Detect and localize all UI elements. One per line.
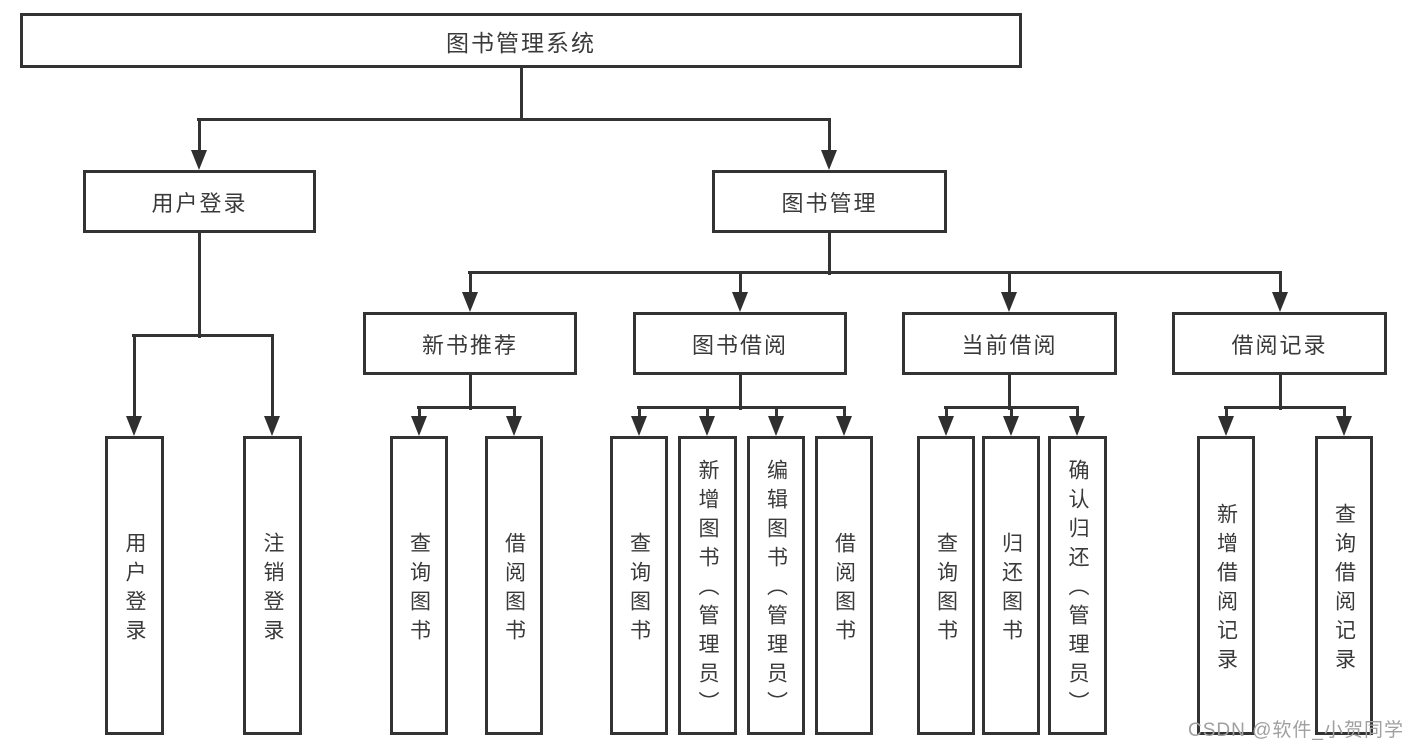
- connector-v-line: [468, 375, 472, 410]
- leaf-query-books-borrow: 查询图书: [610, 436, 668, 735]
- leaf-return-books: 归还图书: [982, 436, 1040, 735]
- node-current-borrow: 当前借阅: [902, 312, 1117, 375]
- arrowhead-down-icon: [821, 150, 837, 170]
- arrowhead-down-icon: [1336, 416, 1352, 436]
- connector-arrow-shaft: [270, 335, 274, 426]
- connector-v-line: [827, 233, 831, 275]
- connector-v-line: [197, 233, 201, 338]
- connector-v-line: [738, 375, 742, 410]
- arrowhead-down-icon: [768, 416, 784, 436]
- connector-arrow-shaft: [1007, 272, 1011, 302]
- connector-arrow-shaft: [197, 119, 201, 160]
- arrowhead-down-icon: [1272, 292, 1288, 312]
- arrowhead-down-icon: [836, 416, 852, 436]
- leaf-add-books-admin: 新增图书（管理员）: [678, 436, 737, 735]
- connector-h-line: [468, 270, 1282, 274]
- arrowhead-down-icon: [938, 416, 954, 436]
- arrowhead-down-icon: [732, 292, 748, 312]
- connector-h-line: [197, 117, 831, 121]
- arrowhead-down-icon: [411, 416, 427, 436]
- connector-v-line: [519, 68, 523, 121]
- connector-h-line: [1224, 405, 1346, 409]
- arrowhead-down-icon: [126, 416, 142, 436]
- leaf-query-borrow-record: 查询借阅记录: [1315, 436, 1373, 735]
- leaf-borrow-books: 借阅图书: [815, 436, 873, 735]
- connector-h-line: [637, 405, 846, 409]
- arrowhead-down-icon: [191, 150, 207, 170]
- connector-h-line: [417, 405, 516, 409]
- connector-h-line: [132, 333, 274, 337]
- leaf-add-borrow-record: 新增借阅记录: [1197, 436, 1255, 735]
- csdn-watermark: CSDN @软件_小贺同学: [1188, 720, 1404, 741]
- leaf-edit-books-admin: 编辑图书（管理员）: [747, 436, 805, 735]
- connector-arrow-shaft: [132, 335, 136, 426]
- connector-v-line: [1007, 375, 1011, 410]
- leaf-confirm-return-admin: 确认归还（管理员）: [1048, 436, 1107, 735]
- connector-arrow-shaft: [468, 272, 472, 302]
- node-new-book-recommend: 新书推荐: [363, 312, 577, 375]
- arrowhead-down-icon: [699, 416, 715, 436]
- arrowhead-down-icon: [1003, 416, 1019, 436]
- node-user-login: 用户登录: [83, 170, 316, 233]
- node-book-borrow: 图书借阅: [633, 312, 847, 375]
- leaf-query-books-recommend: 查询图书: [390, 436, 448, 735]
- leaf-borrow-books-recommend: 借阅图书: [485, 436, 543, 735]
- arrowhead-down-icon: [1069, 416, 1085, 436]
- connector-arrow-shaft: [827, 119, 831, 160]
- connector-arrow-shaft: [738, 272, 742, 302]
- arrowhead-down-icon: [1218, 416, 1234, 436]
- arrowhead-down-icon: [462, 292, 478, 312]
- arrowhead-down-icon: [631, 416, 647, 436]
- leaf-query-books-current: 查询图书: [917, 436, 975, 735]
- leaf-logout: 注销登录: [243, 436, 302, 735]
- arrowhead-down-icon: [506, 416, 522, 436]
- node-root-library-system: 图书管理系统: [20, 13, 1022, 68]
- connector-v-line: [1278, 375, 1282, 410]
- leaf-user-login: 用户登录: [105, 436, 164, 735]
- arrowhead-down-icon: [1001, 292, 1017, 312]
- connector-arrow-shaft: [1278, 272, 1282, 302]
- node-book-management: 图书管理: [712, 170, 947, 233]
- node-borrow-records: 借阅记录: [1172, 312, 1387, 375]
- arrowhead-down-icon: [264, 416, 280, 436]
